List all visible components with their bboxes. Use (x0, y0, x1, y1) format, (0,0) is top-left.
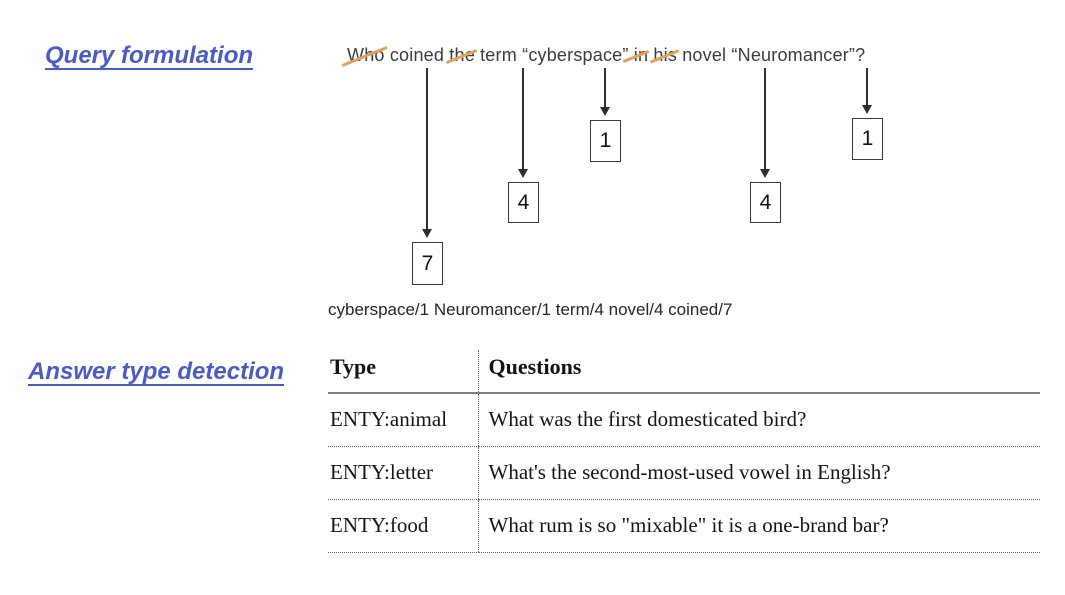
question-cell: What's the second-most-used vowel in Eng… (477, 446, 1040, 500)
query-word: his (653, 45, 678, 65)
table-row: ENTY:letter What's the second-most-used … (328, 446, 1040, 500)
weight-box: 1 (852, 118, 883, 160)
answer-type-table: Type Questions ENTY:animal What was the … (328, 350, 1040, 553)
arrow-head-icon (518, 169, 528, 178)
query-word: coined (389, 45, 445, 65)
table-row: ENTY:food What rum is so "mixable" it is… (328, 499, 1040, 553)
weight-box: 7 (412, 242, 443, 285)
query-formulation-label: Query formulation (45, 42, 254, 69)
query-word: the (449, 45, 475, 65)
table-row: ENTY:animal What was the first domestica… (328, 393, 1040, 447)
arrow-head-icon (422, 229, 432, 238)
arrow-head-icon (862, 105, 872, 114)
query-word: Who (347, 45, 385, 65)
table-header-row: Type Questions (328, 350, 1040, 394)
answer-type-detection-label: Answer type detection (28, 358, 285, 385)
type-cell: ENTY:food (328, 499, 478, 553)
weight-box: 1 (590, 120, 621, 162)
type-cell: ENTY:letter (328, 446, 478, 500)
arrow-head-icon (600, 107, 610, 116)
column-header-questions: Questions (477, 350, 1040, 394)
arrow-line (866, 68, 868, 106)
type-cell: ENTY:animal (328, 393, 478, 447)
arrow-head-icon (760, 169, 770, 178)
query-word: “Neuromancer”? (731, 45, 866, 65)
query-word: in (633, 45, 649, 65)
question-cell: What was the first domesticated bird? (477, 393, 1040, 447)
question-sentence: Who coined the term “cyberspace” in his … (347, 45, 865, 66)
weight-box: 4 (508, 182, 539, 223)
query-word: novel (682, 45, 727, 65)
weight-box: 4 (750, 182, 781, 223)
query-word: “cyberspace” (522, 45, 629, 65)
arrow-line (604, 68, 606, 108)
arrow-line (426, 68, 428, 230)
arrow-line (764, 68, 766, 170)
column-header-type: Type (328, 350, 478, 394)
token-weights-line: cyberspace/1 Neuromancer/1 term/4 novel/… (328, 300, 733, 319)
question-cell: What rum is so "mixable" it is a one-bra… (477, 499, 1040, 553)
query-word: term (480, 45, 517, 65)
arrow-line (522, 68, 524, 170)
